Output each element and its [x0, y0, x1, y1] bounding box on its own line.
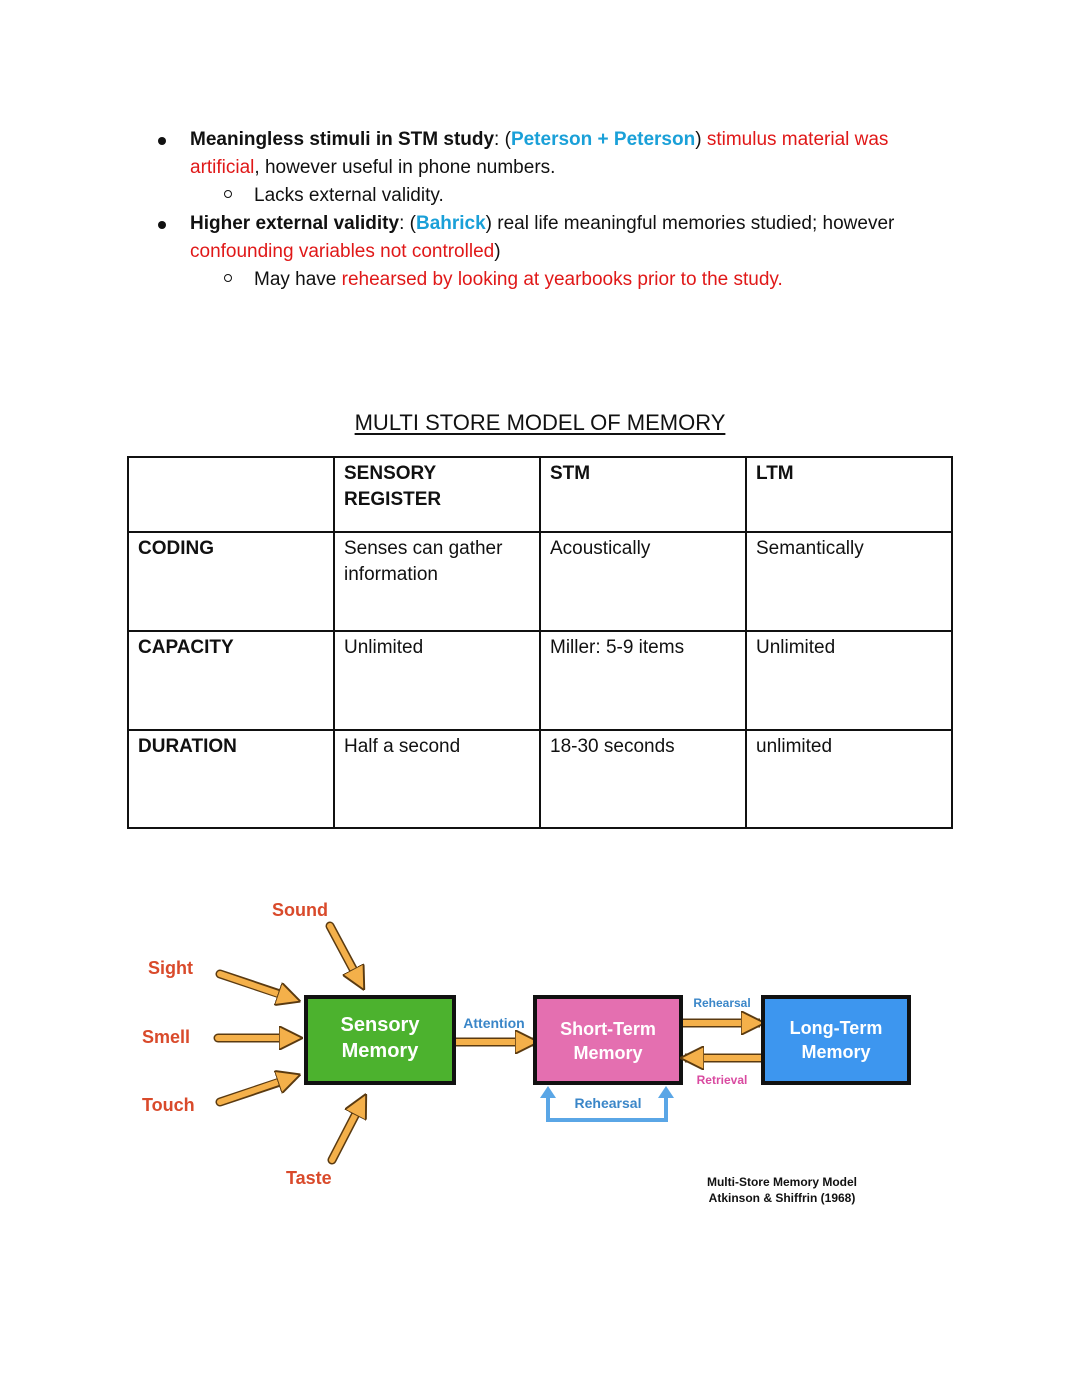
bullet-dot-icon	[158, 137, 166, 145]
table-header-row: SENSORY REGISTER STM LTM	[127, 456, 953, 533]
diagram-svg: Sound Sight Smell Touch Taste Sensory Me…	[142, 900, 911, 1205]
input-label-taste: Taste	[286, 1168, 332, 1188]
caption-line1: Multi-Store Memory Model	[707, 1175, 857, 1189]
attention-label: Attention	[463, 1015, 524, 1031]
row-label: DURATION	[127, 729, 335, 829]
circle-bullet-icon	[224, 190, 232, 198]
stm-label-line1: Short-Term	[560, 1019, 656, 1039]
bullet-item: Higher external validity: (Bahrick) real…	[150, 210, 950, 266]
punctuation: )	[494, 241, 501, 262]
table-cell: Acoustically	[539, 531, 747, 632]
table-title-text: MULTI STORE MODEL OF MEMORY	[354, 410, 726, 435]
study-reference: Peterson + Peterson	[510, 129, 696, 150]
sub-bullet-text: Lacks external validity.	[254, 185, 444, 206]
study-reference: Bahrick	[415, 213, 486, 234]
table-cell: Half a second	[333, 729, 541, 829]
bullet-text: ) real life meaningful memories studied;…	[485, 213, 895, 234]
table-header-cell: STM	[539, 456, 747, 533]
arrow-taste	[329, 1098, 364, 1163]
table-header-cell	[127, 456, 335, 533]
criticism-text: stimulus material was artificial	[190, 129, 889, 178]
table-title: MULTI STORE MODEL OF MEMORY	[0, 410, 1080, 436]
rehearsal-top-label: Rehearsal	[693, 996, 750, 1010]
table-cell: unlimited	[745, 729, 953, 829]
table-cell: Miller: 5-9 items	[539, 630, 747, 731]
input-label-touch: Touch	[142, 1095, 195, 1115]
circle-bullet-icon	[224, 274, 232, 282]
short-term-memory-box	[533, 995, 683, 1085]
arrow-sight	[217, 971, 296, 1000]
row-label: CAPACITY	[127, 630, 335, 731]
bullet-heading: Higher external validity	[190, 213, 400, 234]
table-header-cell: LTM	[745, 456, 953, 533]
bullet-text: , however useful in phone numbers.	[254, 157, 556, 178]
bullet-dot-icon	[158, 221, 166, 229]
loop-arrowhead-icon	[540, 1086, 556, 1098]
rehearsal-loop	[546, 1090, 668, 1122]
table-row: CODING Senses can gather information Aco…	[127, 531, 953, 632]
punctuation: : (	[494, 129, 511, 150]
notes-section: Meaningless stimuli in STM study: (Peter…	[150, 126, 950, 294]
loop-arrowhead-icon	[658, 1086, 674, 1098]
table-row: CAPACITY Unlimited Miller: 5-9 items Unl…	[127, 630, 953, 731]
input-label-smell: Smell	[142, 1027, 190, 1047]
long-term-memory-box	[761, 995, 911, 1085]
table-row: DURATION Half a second 18-30 seconds unl…	[127, 729, 953, 829]
sensory-label-line2: Memory	[342, 1040, 420, 1062]
table-cell: Unlimited	[333, 630, 541, 731]
multi-store-diagram: Sound Sight Smell Touch Taste Sensory Me…	[130, 890, 930, 1220]
table-cell: Unlimited	[745, 630, 953, 731]
caption-line2: Atkinson & Shiffrin (1968)	[709, 1191, 856, 1205]
sub-bullet-item: May have rehearsed by looking at yearboo…	[150, 266, 950, 294]
input-label-sight: Sight	[148, 958, 193, 978]
arrow-touch	[217, 1076, 296, 1105]
row-label: CODING	[127, 531, 335, 632]
criticism-text: confounding variables not controlled	[190, 241, 495, 262]
rehearsal-loop-label: Rehearsal	[575, 1095, 642, 1111]
punctuation: )	[695, 129, 707, 150]
bullet-heading: Meaningless stimuli in STM study	[190, 129, 495, 150]
retrieval-label: Retrieval	[697, 1073, 748, 1087]
table-cell: Semantically	[745, 531, 953, 632]
sensory-label-line1: Sensory	[341, 1014, 421, 1036]
memory-table: SENSORY REGISTER STM LTM CODING Senses c…	[127, 456, 953, 829]
table-header-cell: SENSORY REGISTER	[333, 456, 541, 533]
stm-label-line2: Memory	[573, 1043, 642, 1063]
input-label-sound: Sound	[272, 900, 328, 920]
punctuation: : (	[399, 213, 416, 234]
sensory-memory-box	[304, 995, 456, 1085]
ltm-label-line2: Memory	[801, 1042, 870, 1062]
arrow-sound	[327, 923, 362, 986]
table-cell: Senses can gather information	[333, 531, 541, 632]
sub-bullet-item: Lacks external validity.	[150, 182, 950, 210]
bullet-item: Meaningless stimuli in STM study: (Peter…	[150, 126, 950, 182]
sub-bullet-red-text: rehearsed by looking at yearbooks prior …	[341, 269, 783, 290]
sub-bullet-text: May have	[254, 269, 342, 290]
table-cell: 18-30 seconds	[539, 729, 747, 829]
ltm-label-line1: Long-Term	[790, 1018, 883, 1038]
